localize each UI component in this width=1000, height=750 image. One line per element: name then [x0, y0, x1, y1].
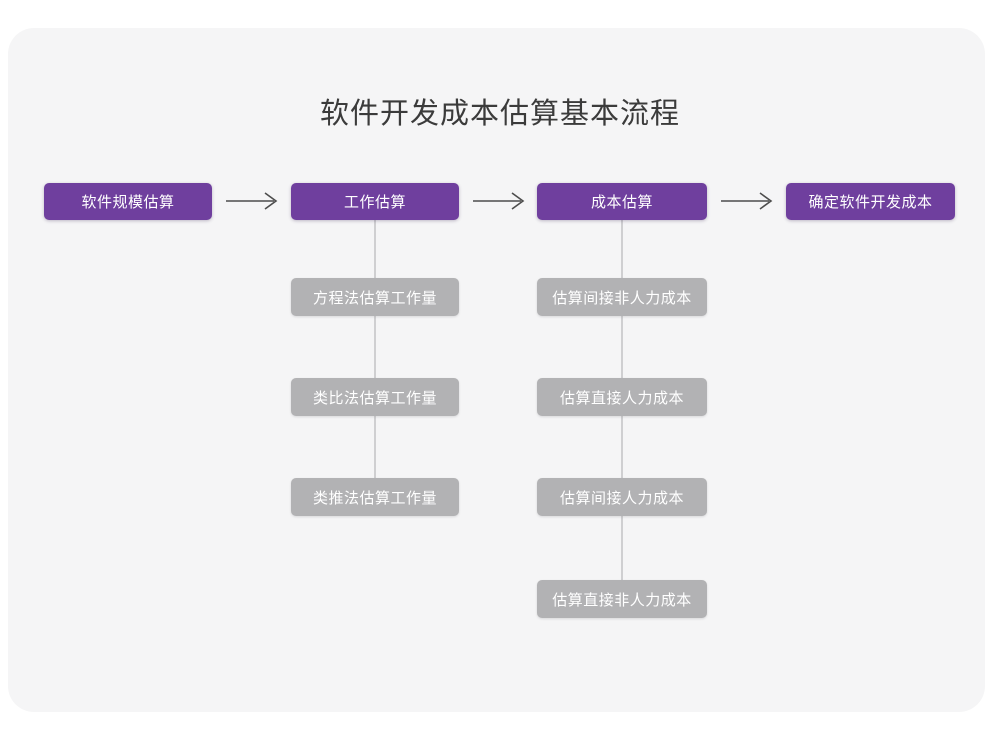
substep-node-col3-3[interactable]: 估算间接人力成本 — [537, 478, 707, 516]
substep-node-col2-2[interactable]: 类比法估算工作量 — [291, 378, 459, 416]
stage-node-1[interactable]: 软件规模估算 — [44, 183, 212, 220]
connector-line-col2-b — [374, 315, 376, 379]
content-card — [8, 28, 985, 712]
connector-line-col3-c — [621, 415, 623, 479]
stage-node-4[interactable]: 确定软件开发成本 — [786, 183, 955, 220]
connector-line-col2-c — [374, 415, 376, 479]
substep-node-col2-1[interactable]: 方程法估算工作量 — [291, 278, 459, 316]
page-title: 软件开发成本估算基本流程 — [319, 96, 680, 130]
substep-node-col2-3[interactable]: 类推法估算工作量 — [291, 478, 459, 516]
substep-node-col3-4[interactable]: 估算直接非人力成本 — [537, 580, 707, 618]
long-right-arrow-icon-1 — [224, 189, 280, 213]
connector-line-col3-a — [621, 219, 623, 279]
substep-node-col3-1[interactable]: 估算间接非人力成本 — [537, 278, 707, 316]
long-right-arrow-icon-3 — [719, 189, 775, 213]
substep-node-col3-2[interactable]: 估算直接人力成本 — [537, 378, 707, 416]
connector-line-col2-a — [374, 219, 376, 279]
stage-node-3[interactable]: 成本估算 — [537, 183, 707, 220]
connector-line-col3-d — [621, 515, 623, 581]
long-right-arrow-icon-2 — [471, 189, 527, 213]
stage-node-2[interactable]: 工作估算 — [291, 183, 459, 220]
connector-line-col3-b — [621, 315, 623, 379]
